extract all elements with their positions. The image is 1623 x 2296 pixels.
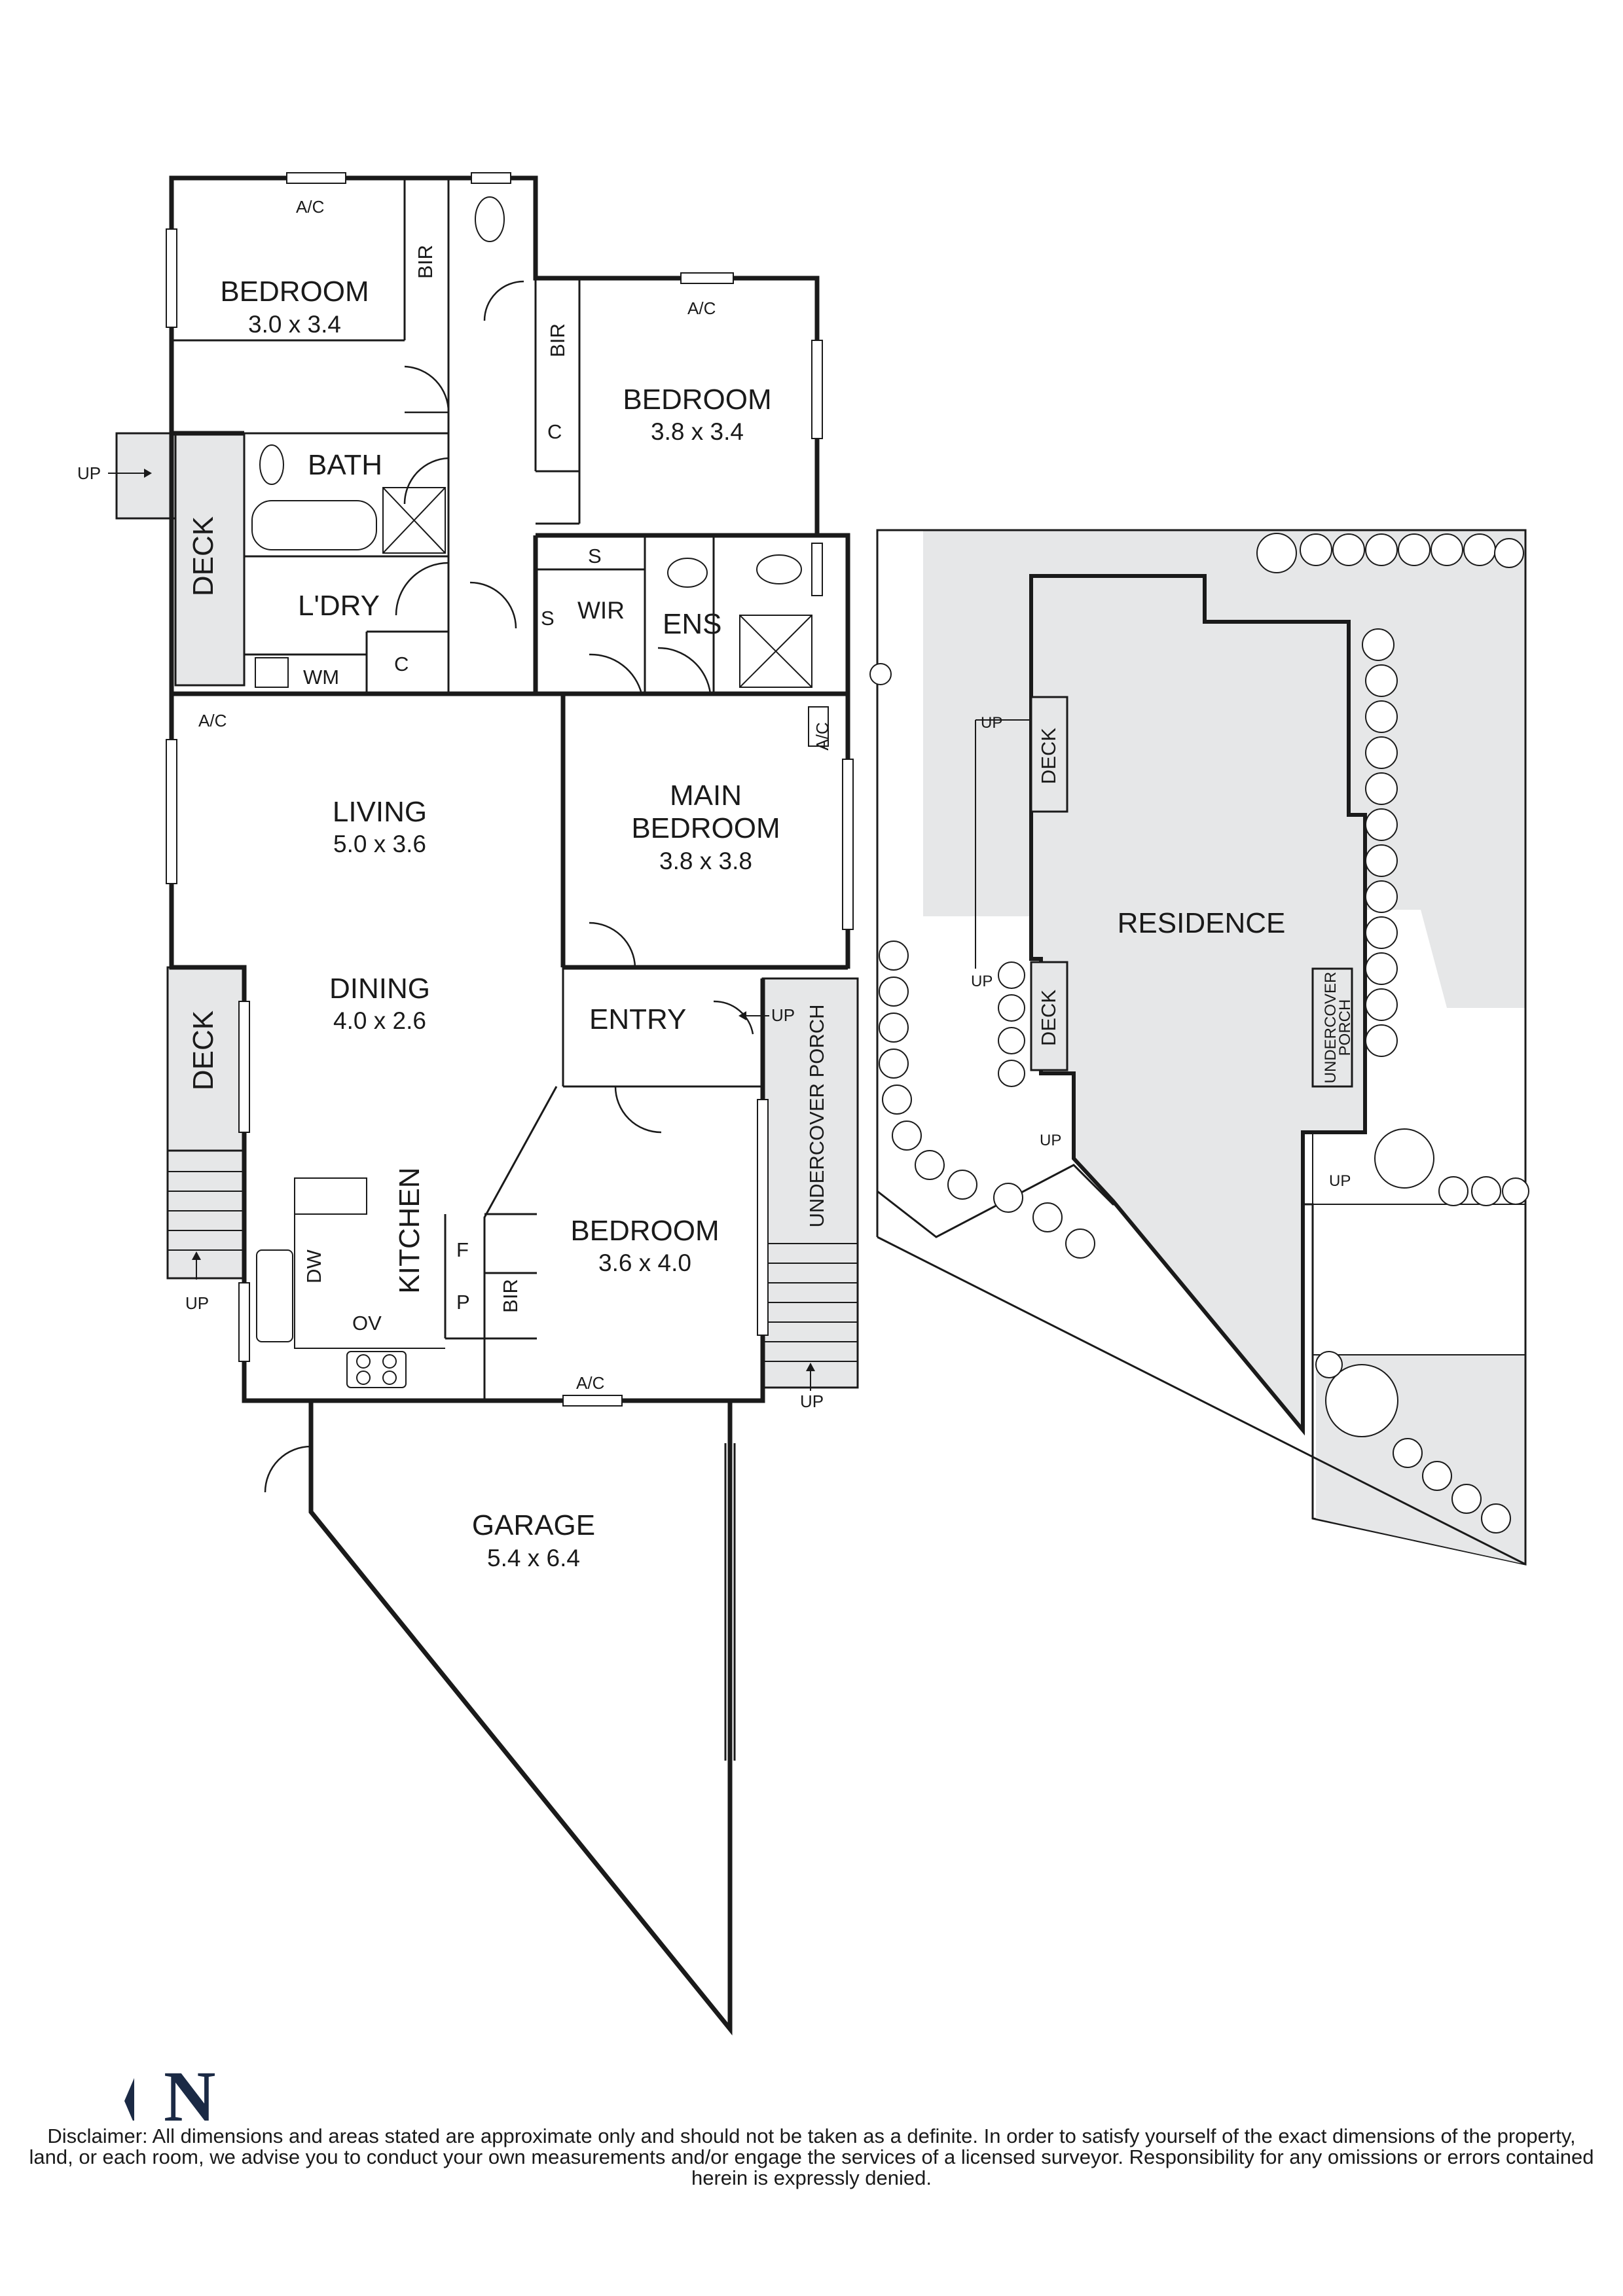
label-ac-3: A/C	[198, 711, 227, 730]
basin-icon	[259, 444, 284, 485]
site-residence-label: RESIDENCE	[1118, 907, 1286, 939]
site-undercover-label-1: UNDERCOVER	[1322, 972, 1340, 1084]
compass: N	[124, 2056, 215, 2121]
site-shrubs	[869, 533, 1529, 1534]
toilet-icon	[475, 196, 505, 242]
label-shelf-2: S	[541, 607, 555, 630]
site-undercover-label-2: PORCH	[1336, 999, 1354, 1056]
room-living-dims: 5.0 x 3.6	[333, 831, 426, 857]
room-dining-name: DINING	[329, 973, 430, 1005]
label-up-4: UP	[800, 1391, 824, 1411]
bathroom-fixtures	[251, 196, 812, 1388]
west-stair-treads	[168, 1171, 244, 1251]
room-living-name: LIVING	[333, 796, 427, 828]
label-shelf-1: S	[588, 545, 602, 567]
label-wm: WM	[303, 666, 339, 689]
label-pantry: P	[456, 1291, 470, 1314]
label-ac-5: A/C	[576, 1373, 604, 1393]
washing-machine-icon	[255, 657, 289, 688]
label-entry: ENTRY	[589, 1003, 686, 1035]
site-up-label-3: UP	[1040, 1132, 1061, 1149]
interior-walls	[172, 178, 763, 1761]
porch-stair-treads	[763, 1243, 858, 1362]
label-ac-4: A/C	[812, 722, 832, 750]
windows	[166, 172, 854, 1407]
shower-icon	[382, 487, 446, 554]
ens-toilet-icon	[756, 554, 802, 584]
label-undercover-porch: UNDERCOVER PORCH	[805, 1004, 828, 1227]
room-garage-dims: 5.4 x 6.4	[487, 1545, 580, 1571]
deck-west-upper	[174, 432, 246, 687]
site-up-label-1: UP	[981, 714, 1002, 732]
deck-west-lower-steps	[166, 1149, 246, 1280]
sink-icon	[256, 1249, 293, 1342]
label-fridge: F	[456, 1238, 469, 1261]
ens-shower-icon	[739, 615, 812, 688]
door-swings	[264, 280, 754, 1493]
site-deck-upper	[1030, 696, 1068, 813]
label-cupboard-bedroom: C	[547, 420, 562, 443]
site-deck-upper-label: DECK	[1037, 728, 1060, 784]
label-laundry: L'DRY	[298, 590, 380, 622]
ens-basin-icon	[667, 558, 708, 588]
site-deck-lower-label: DECK	[1037, 990, 1060, 1046]
undercover-porch-area	[761, 977, 859, 1389]
room-bedroom-3-dims: 3.6 x 4.0	[598, 1249, 691, 1276]
north-arrow-icon	[124, 2078, 134, 2121]
label-bath: BATH	[308, 449, 382, 481]
label-up-1: UP	[77, 463, 101, 483]
room-bedroom-2-dims: 3.8 x 3.4	[651, 418, 744, 445]
label-bir-1: BIR	[414, 245, 437, 279]
label-up-3: UP	[771, 1005, 795, 1025]
room-bedroom-1-name: BEDROOM	[220, 276, 369, 308]
label-dw: DW	[302, 1249, 325, 1283]
label-ac-2: A/C	[687, 298, 716, 318]
room-bedroom-3-name: BEDROOM	[570, 1215, 719, 1247]
stair-arrows	[108, 469, 815, 1391]
label-up-2: UP	[185, 1293, 209, 1313]
label-wir: WIR	[577, 597, 625, 624]
room-garage-name: GARAGE	[472, 1509, 595, 1541]
site-deck-lower	[1030, 961, 1068, 1071]
compass-letter: N	[164, 2056, 215, 2121]
label-bir-2: BIR	[546, 323, 569, 357]
site-up-label-2: UP	[971, 973, 993, 990]
label-cupboard-laundry: C	[394, 653, 409, 675]
room-main-bedroom-dims: 3.8 x 3.8	[659, 848, 752, 874]
disclaimer-text: Disclaimer: All dimensions and areas sta…	[29, 2125, 1594, 2189]
site-plan	[876, 529, 1527, 1566]
room-main-bedroom-name2: BEDROOM	[631, 812, 780, 844]
label-kitchen: KITCHEN	[393, 1167, 426, 1293]
label-deck-upper: DECK	[187, 516, 219, 596]
bathtub-icon	[251, 500, 377, 550]
room-main-bedroom-name: MAIN	[670, 780, 742, 812]
site-porch	[1311, 967, 1353, 1088]
house-outline	[169, 175, 850, 2036]
room-bedroom-1-dims: 3.0 x 3.4	[248, 311, 341, 338]
label-ov: OV	[352, 1312, 382, 1335]
label-ens: ENS	[663, 608, 721, 640]
cooktop-icon	[346, 1351, 407, 1388]
label-bir-3: BIR	[499, 1279, 522, 1313]
room-bedroom-2-name: BEDROOM	[623, 384, 771, 416]
label-deck-lower: DECK	[187, 1011, 219, 1090]
label-ac-1: A/C	[296, 197, 324, 217]
floor-plan-drawing: BEDROOM 3.0 x 3.4 BEDROOM 3.8 x 3.4 LIVI…	[77, 172, 1529, 2121]
site-up-label-4: UP	[1329, 1172, 1351, 1190]
room-dining-dims: 4.0 x 2.6	[333, 1007, 426, 1034]
